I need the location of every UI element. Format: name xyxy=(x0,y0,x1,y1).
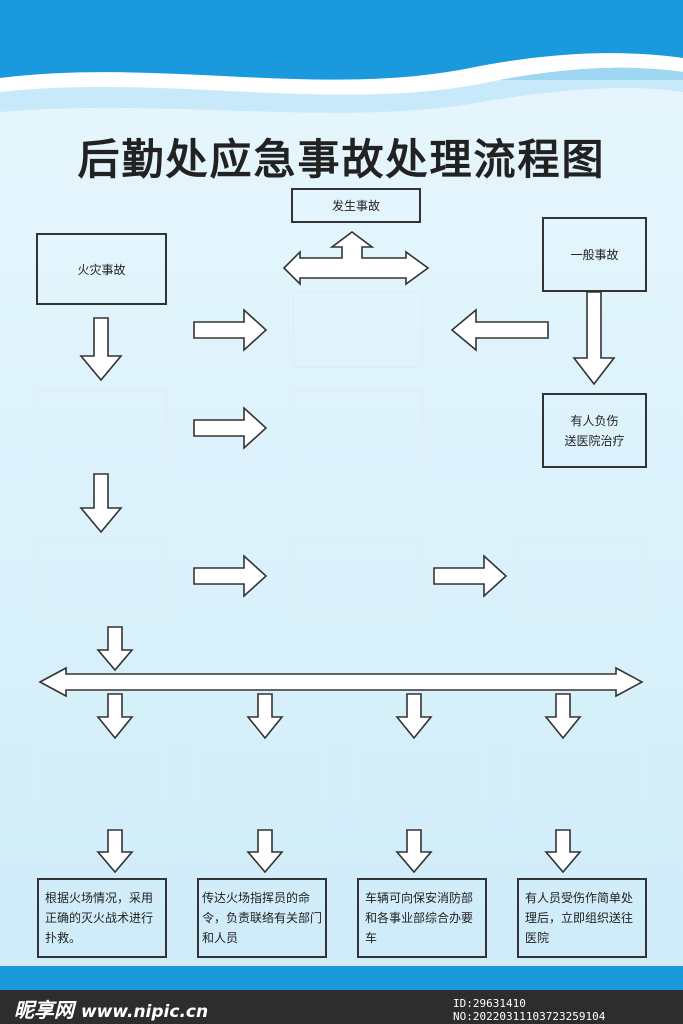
fire-accident-label: 火灾事故 xyxy=(77,262,126,277)
action-text: 根据火场情况，采用正确的灭火战术进行扑救。 xyxy=(45,891,154,945)
down-arrow xyxy=(544,693,582,740)
action-text: 传达火场指挥员的命令，负责联络有关部门和人员 xyxy=(202,891,323,945)
page-title: 后勤处应急事故处理流程图 xyxy=(77,135,606,184)
action-box-liaison: 传达火场指挥员的命令，负责联络有关部门和人员 xyxy=(197,878,327,958)
down-arrow xyxy=(96,829,134,874)
placeholder-box xyxy=(37,537,167,615)
general-accident-label: 一般事故 xyxy=(570,248,619,262)
watermark-id: ID:29631410 NO:20220311103723259104 xyxy=(453,997,606,1023)
placeholder-box xyxy=(37,748,167,828)
double-arrow xyxy=(38,666,644,698)
action-box-vehicle: 车辆可向保安消防部和各事业部综合办要车 xyxy=(357,878,487,958)
down-arrow xyxy=(246,693,284,740)
injured-node: 有人负伤 送医院治疗 xyxy=(542,393,647,468)
action-box-medical: 有人员受伤作简单处理后，立即组织送往医院 xyxy=(517,878,647,958)
right-arrow xyxy=(193,406,268,450)
right-arrow xyxy=(433,554,508,598)
injured-label-line1: 有人负伤 xyxy=(570,413,619,428)
action-text: 有人员受伤作简单处理后，立即组织送往医院 xyxy=(525,891,634,945)
start-node: 发生事故 xyxy=(291,188,421,223)
watermark-logo: 昵享网 www.nipic.cn xyxy=(14,994,208,1023)
down-arrow xyxy=(96,626,134,672)
general-accident-node: 一般事故 xyxy=(542,217,647,292)
placeholder-box xyxy=(197,748,327,828)
placeholder-box xyxy=(517,748,647,828)
split-arrow xyxy=(282,231,430,286)
down-arrow xyxy=(395,829,433,874)
start-node-label: 发生事故 xyxy=(331,199,380,213)
placeholder-box xyxy=(293,537,423,615)
down-arrow xyxy=(395,693,433,740)
placeholder-box xyxy=(293,390,423,468)
injured-label-line2: 送医院治疗 xyxy=(564,433,625,448)
placeholder-box xyxy=(37,390,167,468)
down-arrow xyxy=(79,317,123,382)
watermark-site: www.nipic.cn xyxy=(80,1002,209,1022)
down-arrow xyxy=(572,291,616,386)
placeholder-box xyxy=(517,537,647,615)
fire-accident-node: 火灾事故 xyxy=(36,233,167,305)
action-box-firefight: 根据火场情况，采用正确的灭火战术进行扑救。 xyxy=(37,878,167,958)
action-text: 车辆可向保安消防部和各事业部综合办要车 xyxy=(365,891,474,945)
down-arrow xyxy=(96,693,134,740)
watermark-strip xyxy=(0,990,683,1024)
header-wave xyxy=(0,0,683,113)
down-arrow xyxy=(79,473,123,534)
down-arrow xyxy=(246,829,284,874)
right-arrow xyxy=(193,554,268,598)
watermark-logo-text: 昵享网 xyxy=(14,998,74,1022)
down-arrow xyxy=(544,829,582,874)
right-arrow xyxy=(193,308,268,352)
left-arrow xyxy=(450,308,549,352)
placeholder-box xyxy=(357,748,487,828)
placeholder-box xyxy=(293,292,423,368)
